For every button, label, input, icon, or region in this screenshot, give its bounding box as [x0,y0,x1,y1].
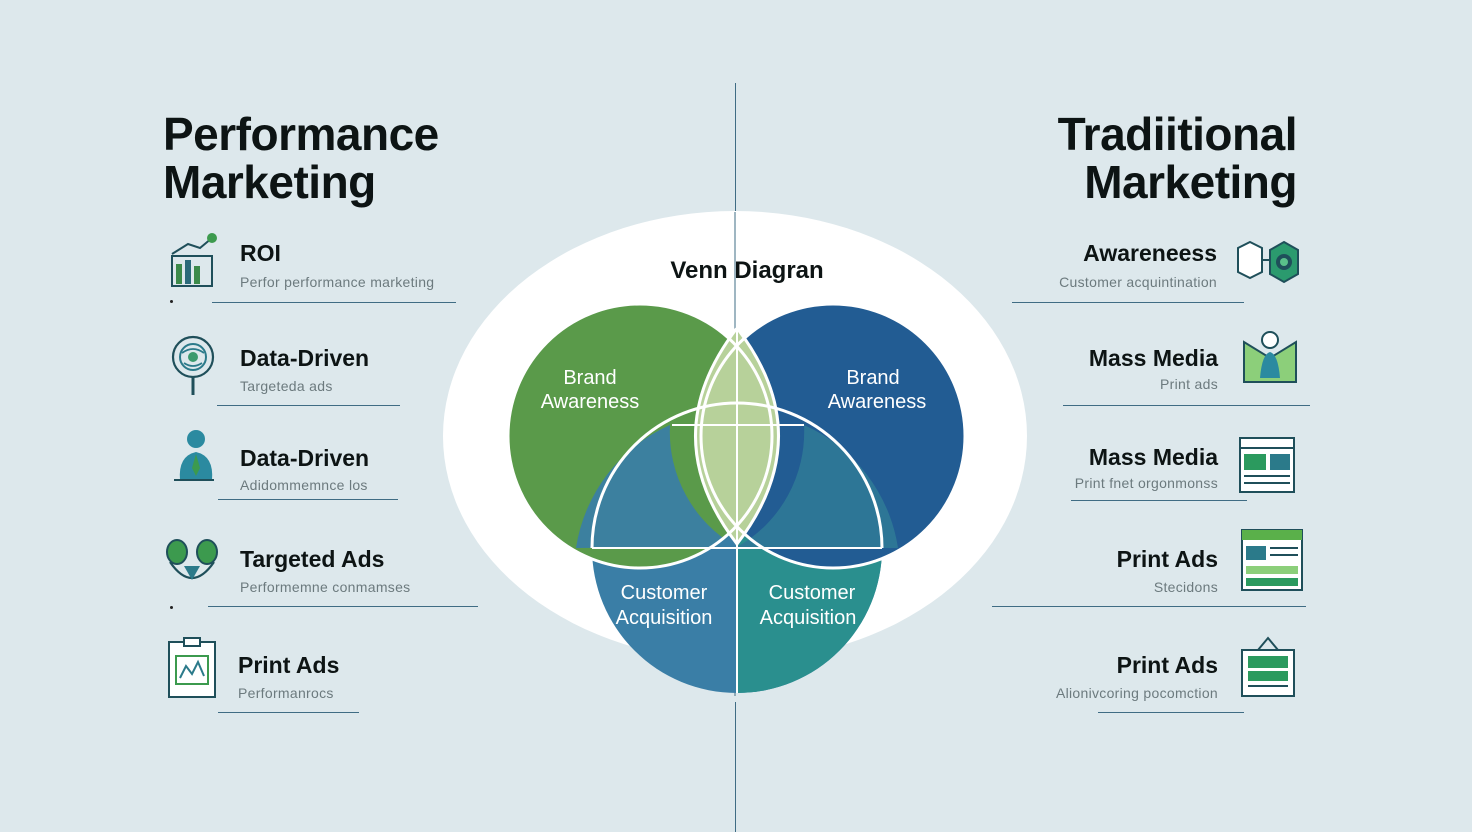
left-title-line2: Marketing [163,156,376,208]
right-item-print-ads-2: Print Ads Alionivcoring pocomction [1040,652,1244,714]
billboard-icon [1240,636,1296,705]
right-title: Tradiitional Marketing [1057,108,1298,208]
left-item-roi: ROI Perfor performance marketing [212,240,460,304]
left-item-rule [208,606,478,607]
right-item-print-ads-1: Print Ads Stecidons [992,546,1306,608]
center-divider-bottom [735,702,736,832]
venn-bottom-left-label-line2: Acquisition [616,607,713,629]
venn-left-outline [506,302,774,570]
left-item-sub: Perfor performance marketing [240,274,435,290]
left-item-rule [217,405,400,406]
left-item-rule [212,302,456,303]
left-item-label: Data-Driven [240,345,370,371]
venn-bottom-right-over [737,425,898,548]
newspaper-icon [1238,436,1296,499]
left-item-data-driven-1: Data-Driven Targeteda ads [217,345,410,409]
right-item-label: Print Ads [1116,652,1218,678]
left-item-label: Data-Driven [240,445,370,471]
left-item-label: Targeted Ads [240,546,385,572]
target-leaves-icon [162,532,222,597]
bullet-dot [170,300,173,303]
right-title-line2: Marketing [1084,156,1297,208]
left-item-rule [218,499,398,500]
right-item-label: Mass Media [1088,345,1218,371]
left-item-print-ads: Print Ads Performanrocs [218,652,378,714]
left-title: Performance Marketing [163,110,439,206]
right-item-mass-media-2: Mass Media Print fnet orgonmonss [1048,444,1247,504]
right-item-label: Print Ads [1116,546,1218,572]
left-item-sub: Adidommemnce los [240,477,368,493]
roi-chart-icon [166,230,224,295]
venn-right-circle [701,304,965,568]
left-title-line1: Performance [163,108,439,160]
right-item-sub: Print fnet orgonmonss [1074,475,1218,491]
person-frame-icon [1240,328,1300,391]
left-item-sub: Targeteda ads [240,378,333,394]
clipboard-icon [166,636,218,705]
left-item-data-driven-2: Data-Driven Adidommemnce los [218,445,410,505]
right-item-sub: Print ads [1160,376,1218,392]
venn-bottom-left-over [576,425,737,548]
venn-left-label-line2: Awareness [541,391,640,413]
right-item-label: Mass Media [1088,444,1218,470]
left-item-targeted-ads: Targeted Ads Performemne conmamses [208,546,480,608]
venn-bottom-right-label-line2: Acquisition [760,607,857,629]
right-title-line1: Tradiitional [1057,108,1298,160]
right-item-awareness: Awareneess Customer acquintination [1010,240,1244,304]
hexagon-target-icon [1236,238,1302,293]
venn-diagram: Venn Diagran Brand Awareness Brand Aware… [443,211,1027,696]
right-item-rule [1098,712,1244,713]
venn-left-circle [508,304,772,568]
left-item-rule [218,712,359,713]
left-item-sub: Performemne conmamses [240,579,411,595]
venn-right-label-line2: Awareness [828,391,927,413]
right-item-rule [1071,500,1247,501]
left-item-label: ROI [240,240,281,266]
right-item-label: Awareneess [1083,240,1217,266]
venn-bottom-left-label-line1: Customer [621,582,708,604]
left-item-label: Print Ads [238,652,340,678]
right-item-sub: Customer acquintination [1059,274,1217,290]
print-layout-icon [1240,528,1304,597]
right-item-rule [1063,405,1310,406]
right-item-sub: Alionivcoring pocomction [1055,685,1218,701]
right-item-rule [1012,302,1244,303]
venn-right-outline [699,302,967,570]
bullet-dot [170,606,173,609]
venn-title: Venn Diagran [670,257,823,284]
right-item-rule [992,606,1306,607]
person-icon [170,428,218,489]
right-item-sub: Stecidons [1153,579,1218,595]
venn-bottom-right-label-line1: Customer [769,582,856,604]
venn-left-label-line1: Brand [563,367,616,389]
venn-right-label-line1: Brand [846,367,899,389]
left-item-sub: Performanrocs [238,685,334,701]
globe-magnifier-icon [168,333,218,402]
right-item-mass-media-1: Mass Media Print ads [1060,345,1310,407]
center-divider-top [735,83,736,215]
